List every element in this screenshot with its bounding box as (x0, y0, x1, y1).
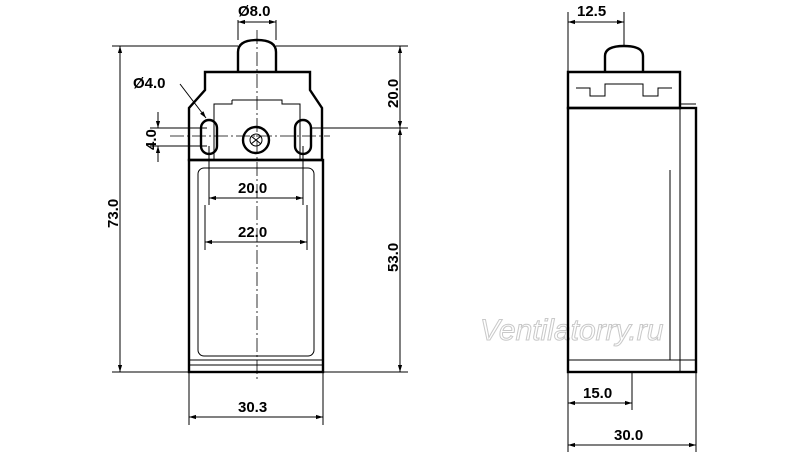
slot-height-label: 4.0 (143, 129, 160, 150)
watermark: Ventilatorry.ru (480, 314, 664, 347)
head-inner-profile (213, 99, 301, 160)
body-outline (187, 158, 325, 374)
top-height-label: 20.0 (385, 79, 402, 108)
side-head (566, 70, 682, 110)
body-height-label: 53.0 (385, 243, 402, 272)
inner-width-20-label: 20.0 (238, 180, 267, 197)
cover-panel (197, 167, 315, 357)
hole-diameter-label: Ø4.0 (133, 75, 166, 92)
side-plunger (603, 44, 645, 72)
front-view (170, 30, 330, 380)
front-dimensions: Ø8.0 Ø4.0 4.0 73.0 20.0 53.0 20.0 22.0 (105, 3, 408, 425)
side-head-profile (576, 83, 672, 97)
total-height-label: 73.0 (105, 199, 122, 228)
pin-diameter-label: Ø8.0 (238, 3, 271, 20)
side-depth-label: 30.0 (614, 427, 643, 444)
front-width-label: 30.3 (238, 399, 267, 416)
screw-head (241, 125, 271, 155)
side-dimensions: 12.5 15.0 30.0 (567, 3, 697, 452)
side-bottom-offset-label: 15.0 (583, 385, 612, 402)
inner-width-22-label: 22.0 (238, 224, 267, 241)
screw-inner (249, 133, 263, 147)
side-top-offset-label: 12.5 (577, 3, 606, 20)
screw-cross (250, 135, 262, 145)
